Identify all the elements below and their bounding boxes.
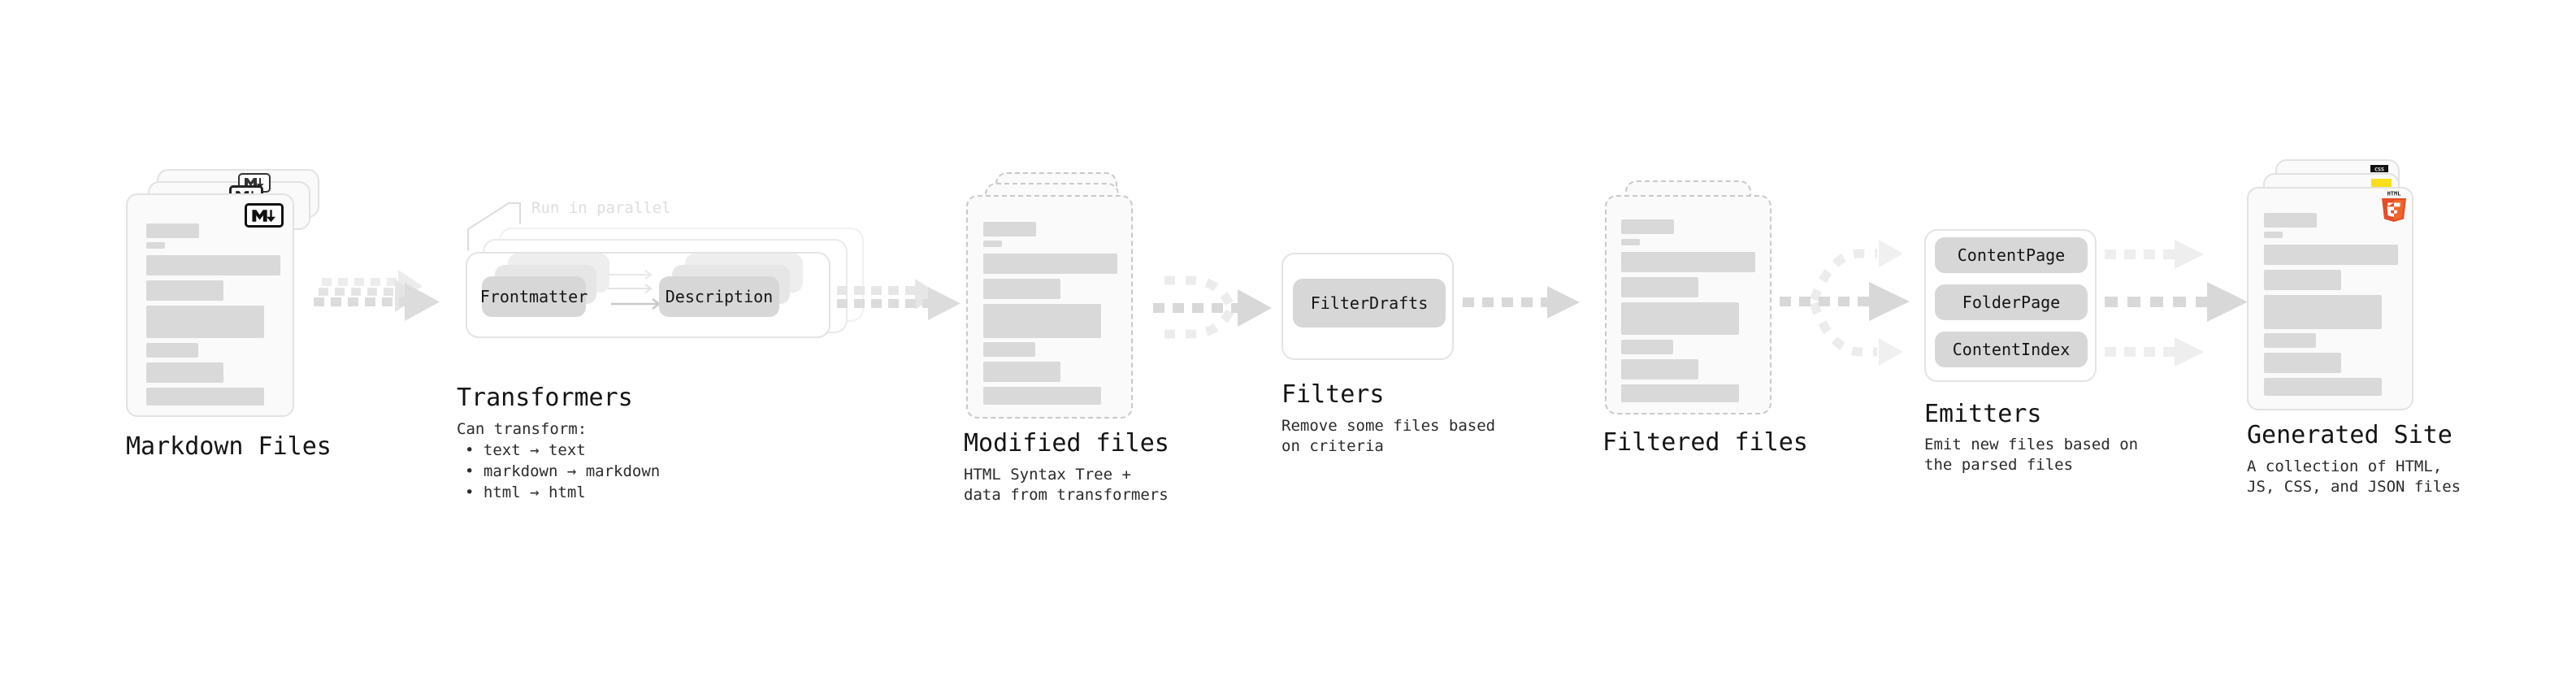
skeleton-line [146, 362, 223, 383]
transformer-chip-frontmatter[interactable]: Frontmatter [480, 276, 588, 317]
run-in-parallel-label: Run in parallel [531, 199, 671, 217]
skeleton-line [1621, 340, 1673, 354]
emitter-chip-contentpage[interactable]: ContentPage [1935, 237, 2088, 273]
skeleton-line [146, 306, 264, 338]
skeleton-line [2264, 232, 2283, 238]
skeleton-line [146, 255, 280, 275]
skeleton-line [983, 279, 1060, 299]
arrow-emitters-to-generated-site [2105, 240, 2248, 367]
skeleton-line [1621, 384, 1739, 402]
skeleton-line [983, 254, 1117, 274]
transformers-bullet-2: • markdown → markdown [465, 462, 661, 480]
skeleton-line [2264, 353, 2341, 373]
html5-icon: HTML [2382, 191, 2406, 222]
stage-title-markdown-files: Markdown Files [126, 432, 332, 461]
skeleton-line [1621, 302, 1739, 335]
stage-subtitle-modified-files: HTML Syntax Tree + data from transformer… [964, 466, 1169, 504]
stage-subtitle-transformers: Can transform: [457, 420, 588, 438]
svg-text:CSS: CSS [2374, 167, 2384, 173]
skeleton-line [146, 242, 165, 249]
stage-title-generated-site: Generated Site [2247, 421, 2452, 449]
stage-title-emitters: Emitters [1924, 400, 2042, 428]
stage-title-filtered-files: Filtered files [1602, 428, 1808, 457]
transformers-bullet-3: • html → html [465, 484, 586, 501]
emitter-chip-contentindex[interactable]: ContentIndex [1935, 332, 2088, 367]
skeleton-line [146, 343, 198, 358]
run-in-parallel-bracket [467, 202, 521, 250]
skeleton-line [1621, 239, 1640, 245]
skeleton-line [2264, 213, 2317, 228]
skeleton-line [1621, 277, 1698, 297]
skeleton-line [983, 222, 1036, 236]
stage-title-filters: Filters [1281, 380, 1385, 409]
svg-text:HTML: HTML [2387, 191, 2401, 197]
markdown-icon [245, 203, 284, 228]
arrow-markdown-to-transformers [314, 270, 440, 321]
arrow-modified-files-to-filters [1153, 275, 1272, 339]
stage-title-modified-files: Modified files [964, 429, 1169, 458]
stage-subtitle-filters: Remove some files based on criteria [1281, 417, 1496, 455]
stage-subtitle-emitters: Emit new files based on the parsed files [1924, 436, 2139, 474]
skeleton-line [146, 388, 264, 406]
skeleton-line [2264, 295, 2382, 329]
skeleton-line [1621, 219, 1674, 234]
skeleton-line [146, 280, 223, 301]
skeleton-line [983, 362, 1060, 382]
arrow-filtered-files-to-emitters [1780, 240, 1910, 366]
filter-chip-filterdrafts[interactable]: FilterDrafts [1293, 279, 1446, 327]
transformer-chip-description[interactable]: Description [659, 276, 779, 317]
skeleton-line [983, 342, 1035, 357]
arrow-filters-to-filtered-files [1463, 286, 1580, 319]
stage-title-transformers: Transformers [457, 384, 633, 412]
skeleton-line [983, 387, 1101, 405]
skeleton-line [2264, 378, 2382, 396]
arrow-transformers-to-modified-files [837, 279, 961, 320]
skeleton-line [983, 241, 1002, 247]
skeleton-line [983, 304, 1101, 338]
skeleton-line [2264, 333, 2316, 348]
stage-subtitle-generated-site: A collection of HTML, JS, CSS, and JSON … [2247, 458, 2461, 496]
skeleton-line [146, 223, 199, 238]
skeleton-line [2264, 270, 2341, 290]
skeleton-line [1621, 359, 1698, 380]
emitter-chip-folderpage[interactable]: FolderPage [1935, 284, 2088, 320]
skeleton-line [1621, 252, 1755, 272]
skeleton-line [2264, 245, 2398, 265]
transformers-bullet-1: • text → text [465, 441, 586, 459]
